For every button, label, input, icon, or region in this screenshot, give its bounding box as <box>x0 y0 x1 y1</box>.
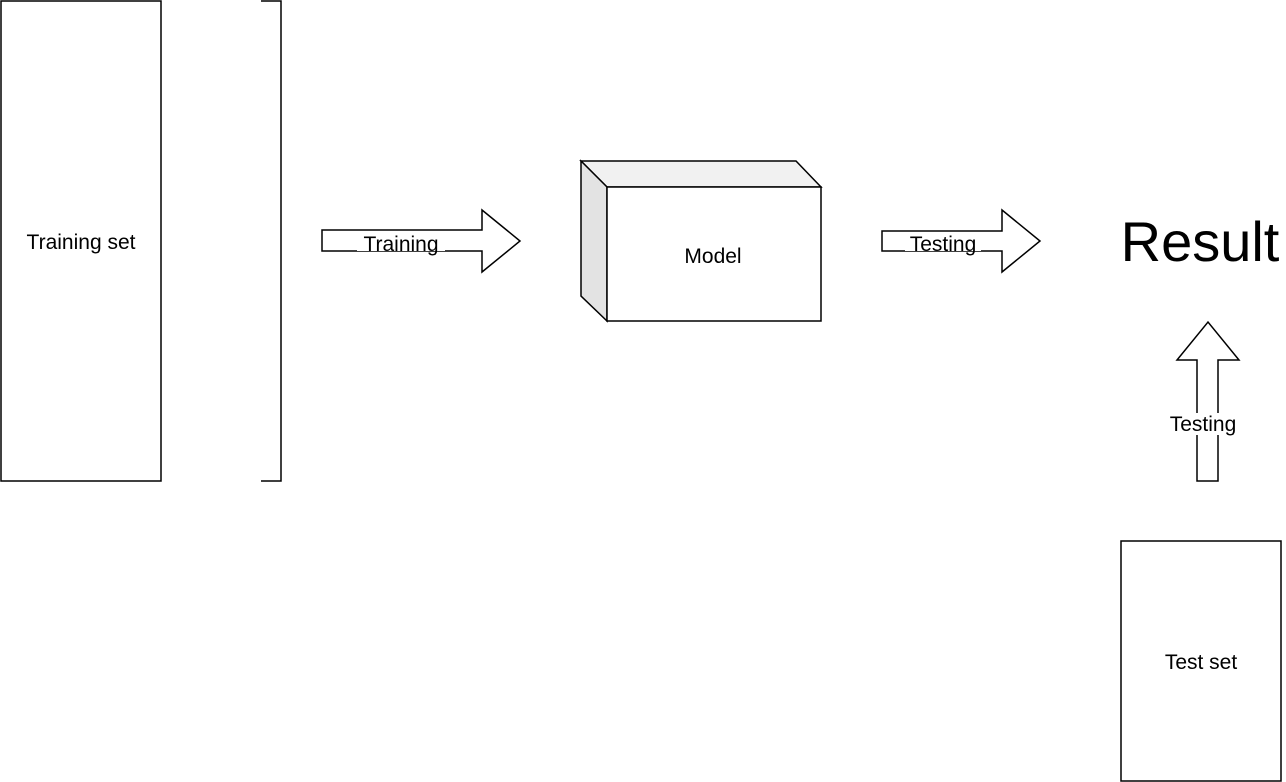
model-label: Model <box>684 245 741 268</box>
training-arrow-label-bg <box>357 231 445 251</box>
testing-arrow-label-bg <box>905 232 981 251</box>
model-cube-front <box>606 186 822 322</box>
test-set-node[interactable]: Test set <box>1120 540 1282 782</box>
training-arrow[interactable]: Training <box>321 208 522 274</box>
test-upward-arrow-shape <box>1175 320 1241 482</box>
bracket-annotation <box>261 0 282 482</box>
test-upward-arrow-label: Testing <box>1170 413 1237 436</box>
testing-arrow-label: Testing <box>910 233 977 256</box>
model-cube-top <box>579 160 823 188</box>
training-set-label: Training set <box>27 231 136 254</box>
training-arrow-label: Training <box>363 233 438 256</box>
test-set-label: Test set <box>1165 651 1238 674</box>
test-upward-arrow-label-bg <box>1166 413 1242 435</box>
model-node[interactable]: Model <box>579 159 823 323</box>
result-label: Result <box>1121 210 1280 273</box>
test-upward-arrow[interactable]: Testing <box>1166 320 1242 482</box>
training-set-node[interactable]: Training set <box>0 0 162 482</box>
training-set-box <box>0 0 162 482</box>
testing-arrow[interactable]: Testing <box>881 208 1042 274</box>
test-set-box <box>1120 540 1282 782</box>
model-cube-side <box>580 159 608 323</box>
